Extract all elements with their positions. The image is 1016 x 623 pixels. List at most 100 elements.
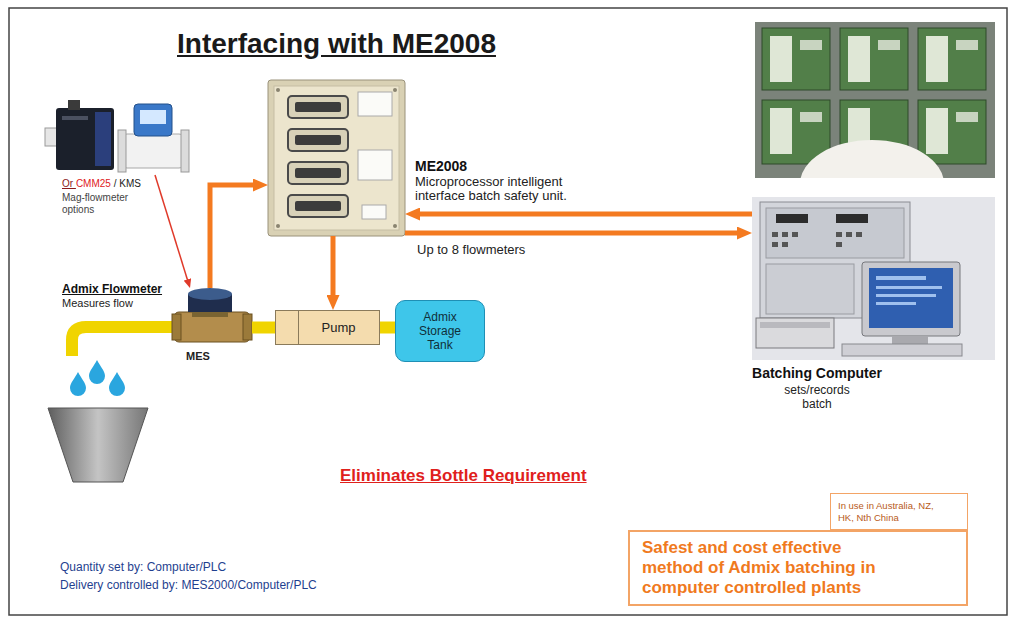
leader-arrow <box>155 175 189 284</box>
water-drops <box>70 372 86 396</box>
installed-units-photo <box>800 112 822 122</box>
batching-computer-picture <box>836 232 842 237</box>
batching-computer-picture <box>766 208 904 258</box>
batching-computer-picture <box>772 242 778 247</box>
me2008-unit-picture <box>288 162 348 184</box>
installed-units-photo <box>800 140 944 178</box>
me2008-unit-picture <box>393 88 397 92</box>
batching-computer-picture <box>869 268 953 328</box>
me2008-unit-picture <box>288 195 348 217</box>
batching-computer-picture <box>862 262 960 336</box>
mag-flowmeter-picture <box>68 100 80 110</box>
batching-computer-picture <box>752 197 995 360</box>
signal-arrow <box>414 212 752 217</box>
me2008-unit-picture <box>268 80 405 236</box>
me2008-unit-picture <box>268 80 405 236</box>
me2008-unit-picture <box>358 92 392 116</box>
installed-units-photo <box>918 100 986 164</box>
control-note: Quantity set by: Computer/PLC <box>60 560 226 574</box>
slogan: Eliminates Bottle Requirement <box>340 466 587 486</box>
batching-computer-picture <box>892 336 928 344</box>
me2008-unit-picture <box>288 96 348 118</box>
installed-units-photo <box>840 28 908 90</box>
word: Or <box>62 178 76 189</box>
batching-computer-picture <box>772 232 778 237</box>
collection-hopper <box>48 408 148 482</box>
control-arrow <box>331 236 336 301</box>
me2008-unit-picture <box>276 224 280 228</box>
control-note: Delivery controlled by: MES2000/Computer… <box>60 578 317 592</box>
batching-computer-picture <box>876 286 942 289</box>
batching-computer-picture <box>756 318 834 348</box>
usage-note-box: In use in Australia, NZ, HK, Nth China <box>830 493 968 530</box>
mag-flowmeter-picture <box>118 130 126 172</box>
mes-flowmeter-picture <box>188 288 232 300</box>
option-note: Mag-flowmeter options <box>62 192 142 216</box>
signal-arrow <box>405 231 743 236</box>
flowmeter-note: Measures flow <box>62 297 133 309</box>
installed-units-photo <box>926 108 948 154</box>
pump-label: Pump <box>322 320 356 335</box>
batching-computer: Batching Computersets/records batch <box>752 197 995 360</box>
batching-computer-picture <box>766 264 854 314</box>
usage-note: In use in Australia, NZ, HK, Nth China <box>838 500 937 524</box>
pump-divider <box>298 311 299 344</box>
storage-tank: Admix Storage Tank <box>395 300 485 362</box>
option-name: Or CMM25 / KMS <box>62 178 141 189</box>
water-drops <box>109 372 125 396</box>
mag-flowmeter-picture <box>140 110 166 124</box>
batching-computer-picture <box>876 302 916 305</box>
water-drops <box>70 360 125 396</box>
pump-box: Pump <box>275 310 380 345</box>
tank-label: Admix Storage Tank <box>412 310 468 352</box>
installed-units-photo <box>762 28 830 90</box>
mag-flowmeter-picture <box>45 100 189 172</box>
flowmeter-model: MES <box>186 350 210 362</box>
me2008-unit-picture <box>295 201 341 211</box>
installed-units-photo <box>770 36 792 82</box>
admix-pipe <box>380 322 395 334</box>
mag-flowmeter-option: Or CMM25 / KMSMag-flowmeter options <box>45 100 190 175</box>
me2008-unit-picture <box>362 205 386 219</box>
benefit-box: Safest and cost effective method of Admi… <box>628 530 968 606</box>
word: / <box>114 178 120 189</box>
admix-pipe <box>252 322 275 334</box>
me2008-unit-picture <box>288 129 348 151</box>
batching-computer-picture <box>836 242 842 247</box>
installed-units-photo <box>926 36 948 82</box>
installed-units-photo <box>956 112 978 122</box>
word: KMS <box>119 178 141 189</box>
computer-note: sets/records batch <box>777 383 857 411</box>
mag-flowmeter-picture <box>134 104 172 136</box>
batching-computer-picture <box>856 232 862 237</box>
word: CMM25 <box>76 178 114 189</box>
me2008-unit-picture <box>274 86 399 230</box>
batching-computer-picture <box>782 242 788 247</box>
signal-arrow <box>210 185 259 288</box>
batching-computer-picture <box>782 232 788 237</box>
batching-computer-picture <box>792 232 798 237</box>
installed-units-photo <box>755 22 995 178</box>
batching-computer-picture <box>836 214 868 223</box>
admix-flowmeter: Admix FlowmeterMeasures flowMES <box>172 288 252 346</box>
installed-units-photo <box>956 40 978 50</box>
inlet-pipe <box>72 327 176 356</box>
me2008-unit-picture <box>295 168 341 178</box>
installed-units-photo <box>848 36 870 82</box>
me2008-unit-picture <box>295 135 341 145</box>
flowmeter-name: Admix Flowmeter <box>62 282 162 296</box>
batching-computer-picture <box>876 294 936 297</box>
mag-flowmeter-picture <box>62 116 88 120</box>
batching-computer-picture <box>876 276 926 280</box>
mag-flowmeter-picture <box>122 134 184 168</box>
inlet-pipe <box>72 327 176 356</box>
water-drops <box>89 360 105 384</box>
computer-name: Batching Computer <box>752 365 882 381</box>
me2008-unit-picture <box>276 88 280 92</box>
me2008-unit-picture <box>358 150 392 180</box>
installed-units-photo <box>878 40 900 50</box>
mag-flowmeter-picture <box>95 112 111 166</box>
batching-computer-picture <box>752 197 995 360</box>
